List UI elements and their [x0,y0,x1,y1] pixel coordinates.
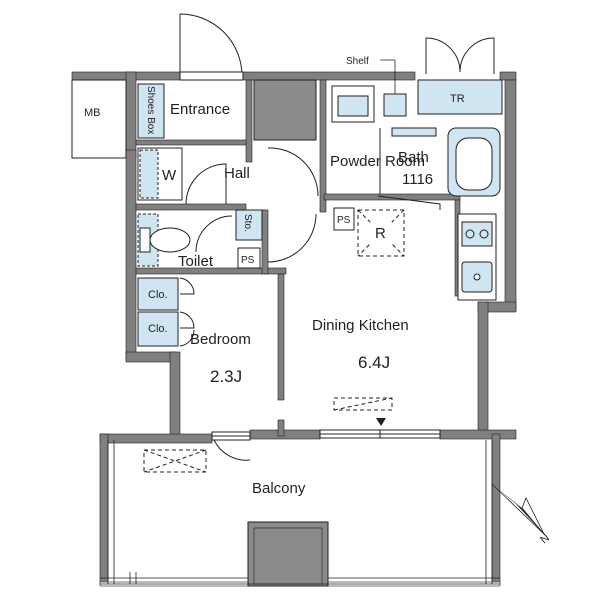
compass-needle-head [516,504,544,534]
compass [491,483,547,537]
bedroom-size: 2.3J [210,367,242,386]
compass-needle-tail [494,486,522,508]
stove [461,221,493,247]
ps-kitchen-label: PS [337,215,351,226]
toilet-door [195,215,233,253]
powder-room-label: Powder Room [330,153,425,170]
burner-1 [465,229,475,239]
ps-hall [237,247,261,269]
bathtub-inner [455,137,493,191]
pipe-shaft [253,79,317,141]
refrigerator-label: R [375,225,386,242]
shoes-box-label: Shoes Box [145,86,156,134]
sink-drain [473,273,481,281]
balcony-label: Balcony [252,480,306,497]
fridge-diag-1 [357,209,405,257]
mb-room [71,79,127,159]
toilet-label: Toilet [178,253,214,270]
mb-label: MB [84,107,101,119]
shoes-box [137,83,165,139]
toilet-bowl [149,227,191,253]
shelf-pointer [380,59,396,98]
balcony-partition-inner [253,527,323,585]
bath-label: Bath [398,149,429,166]
walls [71,71,517,587]
tr-area [417,79,503,115]
closet-1-label: Clo. [148,289,168,301]
dk-arrow [376,418,386,426]
closet-2 [137,311,179,347]
tr-label: TR [450,93,465,105]
dining-kitchen-label: Dining Kitchen [312,317,409,334]
toilet-tank [139,227,151,253]
burner-2 [479,229,489,239]
compass-n-label: N [538,532,552,546]
entrance-door [179,13,244,81]
balcony-windows [211,429,441,461]
storage [235,209,263,241]
dining-kitchen-size: 6.4J [358,353,390,372]
ac-bal-diag-1 [143,449,207,473]
ps-hall-label: PS [241,255,255,266]
closet-2-label: Clo. [148,323,168,335]
ac-dk-diag [333,397,393,411]
bath-size: 1116 [402,171,433,188]
shelf [383,93,407,117]
entrance-label: Entrance [170,101,230,118]
closet-1 [137,277,179,311]
closet-doors [179,277,195,347]
wic-label: W [162,167,177,184]
bath-shelf [391,127,437,137]
tr-doors [425,37,495,74]
ac-bal-diag-2 [143,449,207,473]
wic-door [185,163,227,205]
ps-kitchen [333,207,355,231]
balcony-railing [100,440,500,585]
washbasin-bowl [337,95,369,117]
hall-door [267,213,317,263]
hall-label: Hall [224,165,250,182]
powder-door [267,147,319,197]
compass-needle-light [521,497,545,535]
bath-door [377,195,441,210]
shelf-label: Shelf [346,56,369,67]
fridge-diag-2 [357,209,405,257]
storage-label: Sto. [242,214,253,232]
bedroom-label: Bedroom [190,331,251,348]
wic-shelf [139,149,159,199]
